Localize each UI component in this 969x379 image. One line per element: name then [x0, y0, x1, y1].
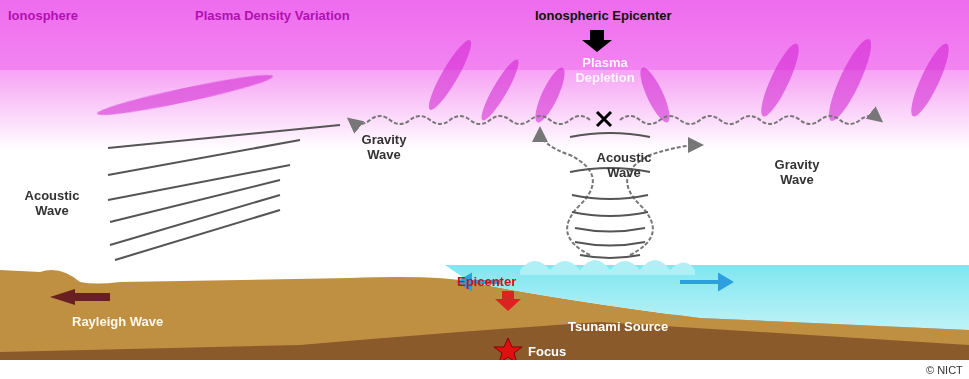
callout-label: Ionospheric Epicenter	[535, 8, 672, 23]
region-label: Plasma Depletion	[570, 55, 640, 85]
wave-label: Gravity Wave	[352, 132, 416, 162]
callout-label: Epicenter	[457, 274, 516, 289]
region-label: Plasma Density Variation	[195, 8, 350, 23]
wave-label: Rayleigh Wave	[72, 314, 163, 329]
watermark: © NICT	[926, 363, 963, 378]
callout-label: Focus	[528, 344, 566, 359]
wave-label: Acoustic Wave	[592, 150, 656, 180]
region-label: Ionosphere	[8, 8, 78, 23]
wave-label: Gravity Wave	[765, 157, 829, 187]
region-label: Tsunami Source	[568, 319, 668, 334]
wave-label: Acoustic Wave	[20, 188, 84, 218]
